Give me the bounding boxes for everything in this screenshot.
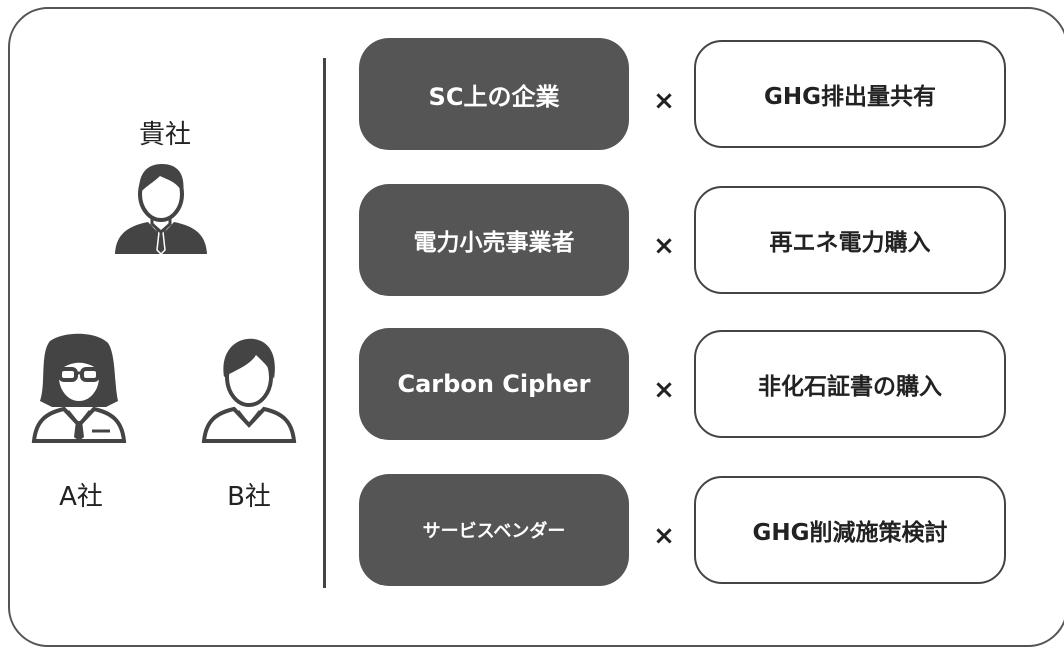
action-nonfossil-certificate: 非化石証書の購入 — [694, 330, 1006, 438]
action-ghg-reduction: GHG削減施策検討 — [694, 476, 1006, 584]
actor-sc-companies: SC上の企業 — [359, 38, 629, 150]
actor-service-vendor: サービスベンダー — [359, 474, 629, 586]
person-icon — [201, 338, 297, 443]
company-b-label: B社 — [227, 482, 271, 512]
main-company-label: 貴社 — [138, 120, 191, 150]
businessman-icon — [115, 164, 207, 256]
company-a-label: A社 — [59, 482, 103, 512]
times-operator-3: × — [653, 375, 675, 405]
vertical-divider — [323, 58, 326, 588]
action-renewable-purchase: 再エネ電力購入 — [694, 186, 1006, 294]
businesswoman-glasses-icon — [31, 333, 127, 443]
actor-carbon-cipher: Carbon Cipher — [359, 328, 629, 440]
times-operator-4: × — [653, 521, 675, 551]
times-operator-2: × — [653, 231, 675, 261]
actor-electricity-retailer: 電力小売事業者 — [359, 184, 629, 296]
times-operator-1: × — [653, 86, 675, 116]
action-ghg-share: GHG排出量共有 — [694, 40, 1006, 148]
